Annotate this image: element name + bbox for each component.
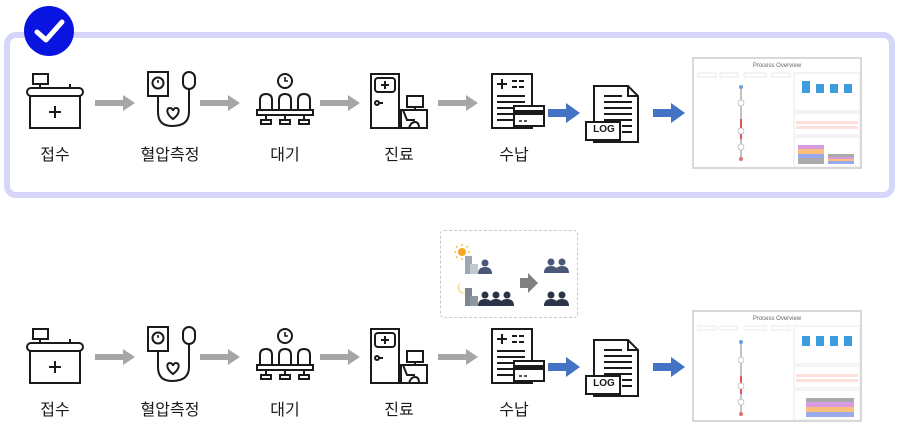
- day-night-staffing-inset: [440, 230, 578, 318]
- arrow-right-icon: [95, 95, 135, 111]
- group-icon: [544, 258, 569, 273]
- step-label: 혈압측정: [140, 400, 200, 419]
- step-reception[interactable]: [25, 327, 85, 391]
- step-waiting[interactable]: [255, 72, 315, 136]
- step-label: 수납: [499, 400, 529, 419]
- reception-desk-icon: [25, 72, 85, 132]
- person-icon: [478, 259, 492, 274]
- payment-receipt-icon: [488, 72, 548, 132]
- arrow-right-icon: [653, 103, 685, 123]
- arrow-right-icon: [438, 349, 478, 365]
- arrow-right-icon: [548, 357, 580, 377]
- arrow-right-icon: [320, 95, 360, 111]
- dashboard-preview: [697, 72, 860, 167]
- step-label: 진료: [384, 400, 414, 419]
- arrow-right-icon: [520, 273, 538, 293]
- step-payment[interactable]: [488, 327, 548, 391]
- doctor-office-icon: [369, 327, 429, 387]
- step-waiting[interactable]: [255, 327, 315, 391]
- dashboard-thumbnail[interactable]: Process Overview: [692, 310, 862, 422]
- step-label: 접수: [40, 145, 70, 164]
- step-label: 수납: [499, 145, 529, 164]
- arrow-right-icon: [200, 349, 240, 365]
- check-badge-icon: [24, 6, 74, 56]
- doctor-office-icon: [369, 72, 429, 132]
- arrow-right-icon: [438, 95, 478, 111]
- selected-flow-frame[interactable]: [4, 32, 895, 198]
- arrow-right-icon: [548, 103, 580, 123]
- step-consultation[interactable]: [369, 327, 429, 391]
- group-icon: [544, 291, 569, 306]
- waiting-chairs-icon: [255, 72, 315, 132]
- waiting-chairs-icon: [255, 327, 315, 387]
- step-label: 접수: [40, 400, 70, 419]
- log-document[interactable]: LOG: [584, 84, 644, 148]
- step-label: 진료: [384, 145, 414, 164]
- log-document-icon: [584, 338, 644, 398]
- step-consultation[interactable]: [369, 72, 429, 136]
- log-document[interactable]: LOG: [584, 338, 644, 402]
- reception-desk-icon: [25, 327, 85, 387]
- arrow-right-icon: [200, 95, 240, 111]
- blood-pressure-monitor-icon: [144, 325, 204, 385]
- payment-receipt-icon: [488, 327, 548, 387]
- dashboard-title: Process Overview: [752, 63, 802, 69]
- arrow-right-icon: [653, 357, 685, 377]
- moon-icon: [457, 282, 468, 294]
- sun-icon: [454, 244, 470, 260]
- dashboard-title: Process Overview: [752, 316, 802, 322]
- log-document-icon: [584, 84, 644, 144]
- arrow-right-icon: [95, 349, 135, 365]
- group-icon: [478, 291, 514, 306]
- dashboard-preview: [697, 325, 860, 420]
- step-blood-pressure[interactable]: [144, 325, 204, 389]
- log-label: LOG: [593, 378, 615, 389]
- arrow-right-icon: [320, 349, 360, 365]
- step-label: 대기: [270, 145, 300, 164]
- step-blood-pressure[interactable]: [144, 70, 204, 134]
- step-label: 혈압측정: [140, 145, 200, 164]
- step-label: 대기: [270, 400, 300, 419]
- step-payment[interactable]: [488, 72, 548, 136]
- blood-pressure-monitor-icon: [144, 70, 204, 130]
- log-label: LOG: [593, 124, 615, 135]
- dashboard-thumbnail[interactable]: Process Overview: [692, 57, 862, 169]
- step-reception[interactable]: [25, 72, 85, 136]
